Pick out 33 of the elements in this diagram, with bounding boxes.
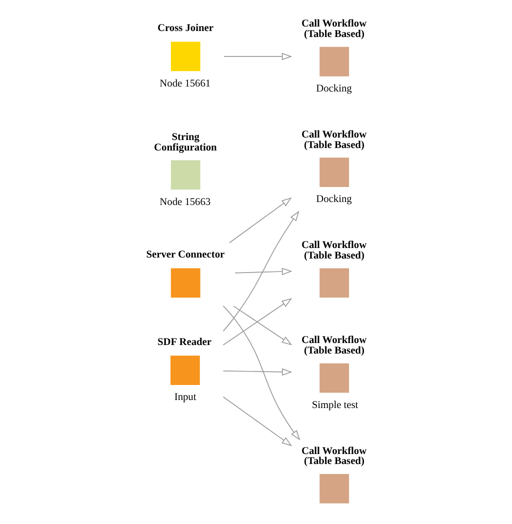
node-box <box>319 474 348 504</box>
arrow <box>228 197 292 244</box>
arrow <box>222 368 292 376</box>
node-box <box>319 46 348 76</box>
node-box <box>170 42 200 72</box>
node-label: Node 15661 <box>159 78 210 90</box>
node-label: Input <box>174 392 196 404</box>
node-box <box>319 268 348 298</box>
node-label: Docking <box>316 194 352 206</box>
node-label: String Configuration <box>154 132 216 154</box>
node-box <box>170 160 200 190</box>
node-label: Server Connector <box>146 250 224 261</box>
node-box <box>319 363 348 393</box>
node-label: Call Workflow (Table Based) <box>300 446 366 468</box>
arrow <box>223 52 292 60</box>
node-label: Simple test <box>311 400 358 411</box>
node-label: Call Workflow (Table Based) <box>300 18 366 40</box>
node-box <box>319 158 348 187</box>
arrow <box>222 210 299 332</box>
node-label: Call Workflow (Table Based) <box>300 240 366 262</box>
node-label: Docking <box>316 84 352 95</box>
node-label: Cross Joiner <box>157 23 213 34</box>
arrow <box>234 268 292 276</box>
arrow <box>222 298 292 346</box>
arrow <box>232 306 292 346</box>
arrow <box>222 305 300 440</box>
node-box <box>170 356 200 385</box>
arrow <box>222 396 292 446</box>
node-label: SDF Reader <box>157 336 212 348</box>
node-label: Call Workflow (Table Based) <box>300 129 366 151</box>
node-box <box>170 268 200 298</box>
node-label: Call Workflow (Table Based) <box>300 335 366 357</box>
node-label: Node 15663 <box>159 196 210 208</box>
